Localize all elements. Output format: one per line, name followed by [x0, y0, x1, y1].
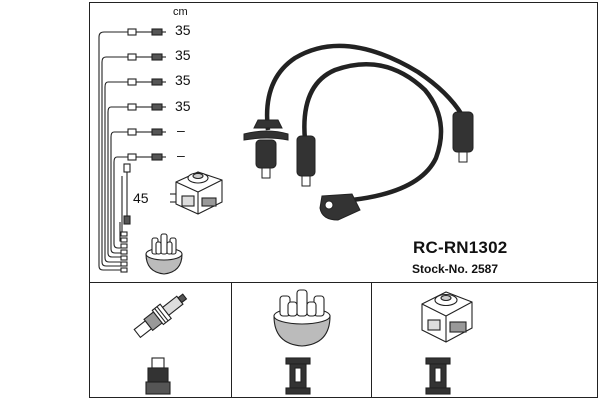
lead-3-connector: [127, 78, 166, 86]
product-model: RC-RN1302: [413, 238, 508, 257]
angled-coil-boot: [319, 193, 361, 221]
spark-plug-boot-middle: [296, 135, 316, 187]
terminal-stack: [120, 231, 128, 273]
lead-1-connector: [127, 28, 166, 36]
cap-terminal-icon: [285, 357, 311, 395]
cable-1: [264, 43, 464, 131]
lead-length-4: 35: [175, 98, 191, 114]
lead-connectors: [120, 28, 166, 273]
cable-2: [302, 62, 444, 203]
lead-4-connector: [127, 103, 166, 111]
spark-plug-boot-right: [452, 111, 474, 163]
lead-length-3: 35: [175, 72, 191, 88]
stock-number: Stock-No. 2587: [412, 262, 499, 276]
ignition-coil-icon: [170, 171, 223, 215]
lead-length-5: –: [177, 122, 185, 138]
coil-lead-length: 45: [133, 190, 149, 206]
plug-connector-icon: [145, 357, 171, 395]
cable-set-drawing: [243, 43, 474, 221]
lead-routing-schematic: [98, 31, 128, 271]
spark-plug-icon: [133, 293, 188, 339]
lead-6-connector: [127, 153, 166, 161]
lead-length-2: 35: [175, 47, 191, 63]
lead-5-connector: [127, 128, 166, 136]
lead-2-connector: [127, 53, 166, 61]
bottom-cell-coil: [371, 282, 598, 398]
distributor-cap-large-icon: [273, 289, 331, 347]
coil-terminal-icon: [425, 357, 451, 395]
coil-lead-connector: [123, 163, 131, 225]
lead-length-6: –: [177, 147, 185, 163]
ignition-coil-large-icon: [421, 291, 473, 343]
unit-label: cm: [173, 6, 188, 18]
distributor-cap-icon: [145, 233, 183, 275]
spark-plug-boot-left: [243, 119, 289, 179]
lead-length-1: 35: [175, 22, 191, 38]
